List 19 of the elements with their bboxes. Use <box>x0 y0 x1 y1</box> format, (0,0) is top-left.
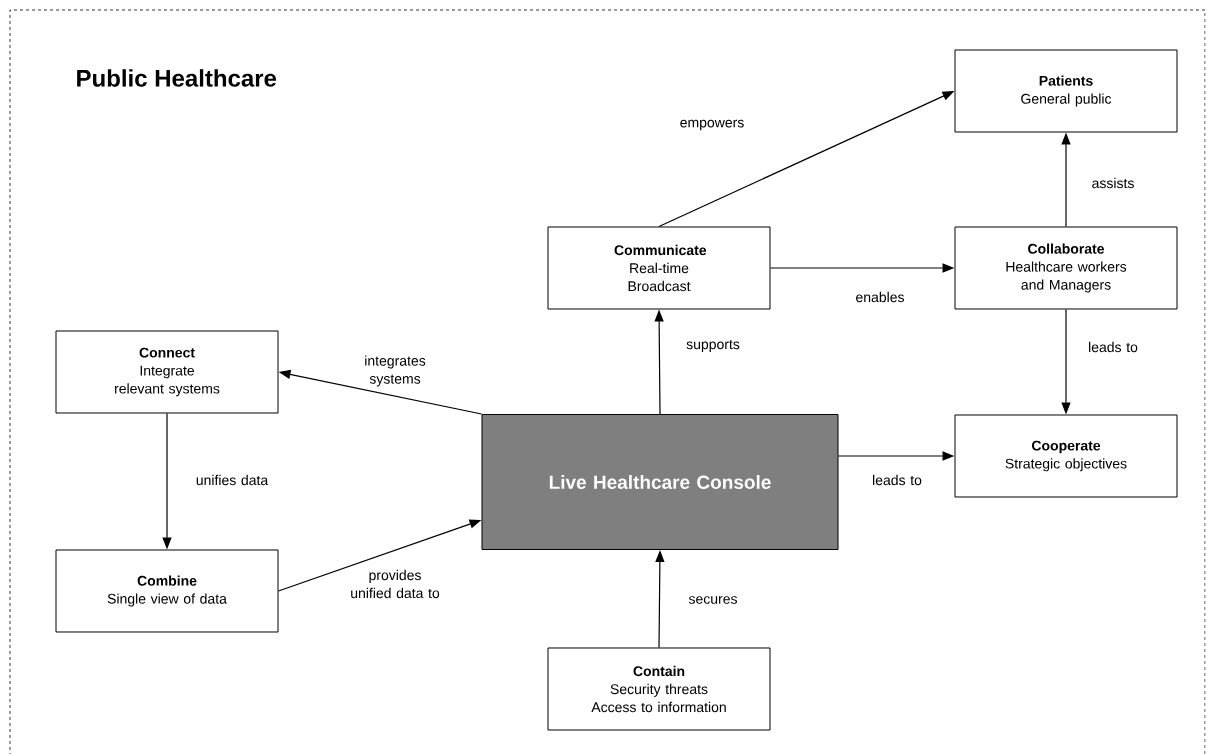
edge-label: integrates systems <box>365 355 426 387</box>
edge-label: empowers <box>680 119 744 131</box>
process-box: Cooperate Strategic objectives <box>954 414 1178 498</box>
edge-label: supports <box>686 340 740 352</box>
title: Public Healthcare <box>77 69 277 87</box>
edge-label: enables <box>856 291 904 303</box>
process-box: Combine Single view of data <box>55 549 279 633</box>
process-box: Contain Security threats Access to information <box>547 647 771 731</box>
process-box: Patients General public <box>954 49 1178 133</box>
edge-label: leads to <box>1089 341 1138 353</box>
edge-label: secures <box>688 596 737 604</box>
console-box: Live Healthcare Console <box>481 414 839 550</box>
process-box: Connect Integrate relevant systems <box>55 330 279 414</box>
edge-label: provides unified data to <box>351 569 440 599</box>
edge-label: leads to <box>873 474 922 486</box>
process-box: Collaborate Healthcare workers and Managers <box>954 226 1178 310</box>
process-box: Communicate Real-time Broadcast <box>547 226 771 310</box>
edge-label: unifies data <box>196 474 269 486</box>
edge-label: assists <box>1092 177 1134 189</box>
